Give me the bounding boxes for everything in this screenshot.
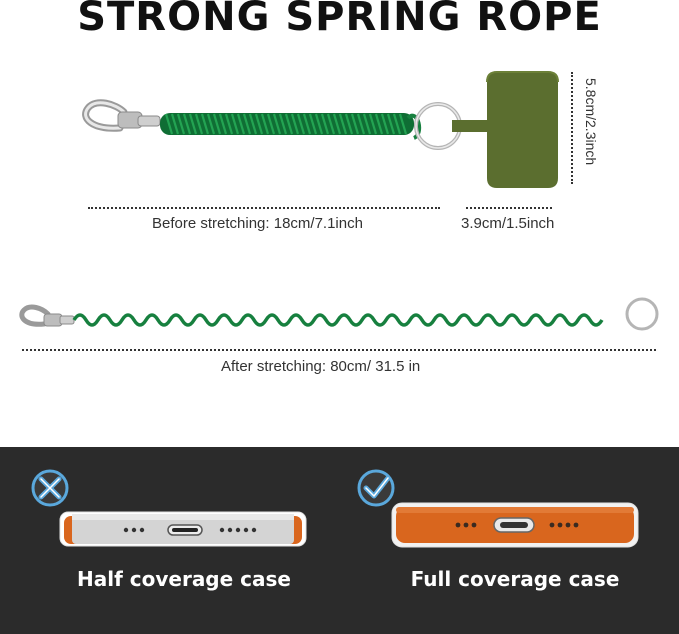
before-stretching-label: Before stretching: 18cm/7.1inch bbox=[152, 215, 363, 232]
half-coverage-case-illustration bbox=[59, 511, 307, 547]
spring-lanyard-after-illustration bbox=[19, 297, 659, 331]
patch-width-dimension-line bbox=[466, 207, 552, 209]
full-coverage-caption: Full coverage case bbox=[410, 567, 620, 591]
coiled-spring-icon bbox=[160, 113, 422, 140]
check-badge-icon bbox=[357, 469, 395, 507]
half-coverage-caption: Half coverage case bbox=[77, 567, 291, 591]
lobster-clasp-small-icon bbox=[19, 304, 75, 327]
patch-width-label: 3.9cm/1.5inch bbox=[461, 215, 555, 232]
spring-lanyard-before-illustration bbox=[82, 71, 559, 188]
after-stretching-dimension-line bbox=[22, 349, 656, 351]
phone-patch-card bbox=[487, 72, 558, 188]
split-ring-small-icon bbox=[625, 297, 659, 331]
patch-tab bbox=[452, 120, 496, 132]
patch-height-label: 5.8cm/2.3inch bbox=[583, 78, 599, 166]
before-stretching-dimension-line bbox=[88, 207, 440, 209]
cross-badge-icon bbox=[31, 469, 69, 507]
after-stretching-label: After stretching: 80cm/ 31.5 in bbox=[221, 358, 421, 375]
page-title: STRONG SPRING ROPE bbox=[77, 0, 602, 40]
lobster-clasp-icon bbox=[82, 99, 161, 132]
patch-height-dimension-line bbox=[571, 72, 573, 184]
stretched-spring-icon bbox=[72, 313, 604, 327]
full-coverage-case-illustration bbox=[391, 502, 639, 548]
